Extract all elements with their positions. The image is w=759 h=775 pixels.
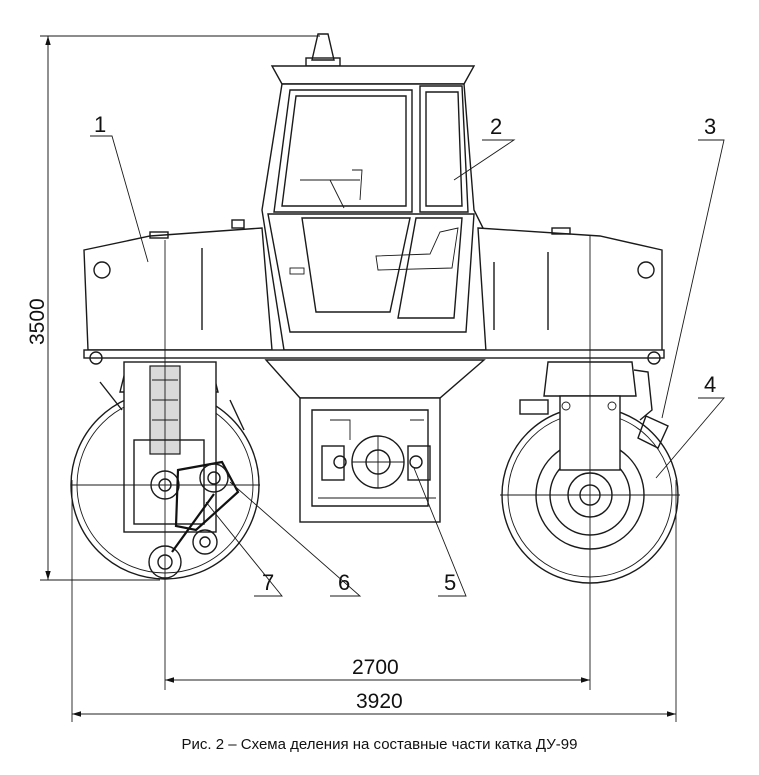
callout-2: 2 <box>490 114 502 139</box>
callout-leaders <box>90 135 725 597</box>
height-dimension: 3500 <box>26 35 320 581</box>
engine-block <box>264 359 486 523</box>
wheelbase-dimension: 2700 <box>165 656 590 683</box>
callout-7: 7 <box>262 570 274 595</box>
callout-6: 6 <box>338 570 350 595</box>
callout-3: 3 <box>704 114 716 139</box>
length-dimension: 3920 <box>72 690 676 717</box>
main-frame <box>83 219 665 365</box>
callout-1: 1 <box>94 112 106 137</box>
beacon <box>305 33 341 67</box>
centre-lines <box>71 236 680 722</box>
callout-5: 5 <box>444 570 456 595</box>
wheelbase-dimension-value: 2700 <box>352 656 399 679</box>
callout-4: 4 <box>704 372 716 397</box>
figure-caption: Рис. 2 – Схема деления на составные част… <box>181 736 578 753</box>
length-dimension-value: 3920 <box>356 690 403 713</box>
height-dimension-value: 3500 <box>26 298 49 345</box>
cab <box>261 65 489 351</box>
